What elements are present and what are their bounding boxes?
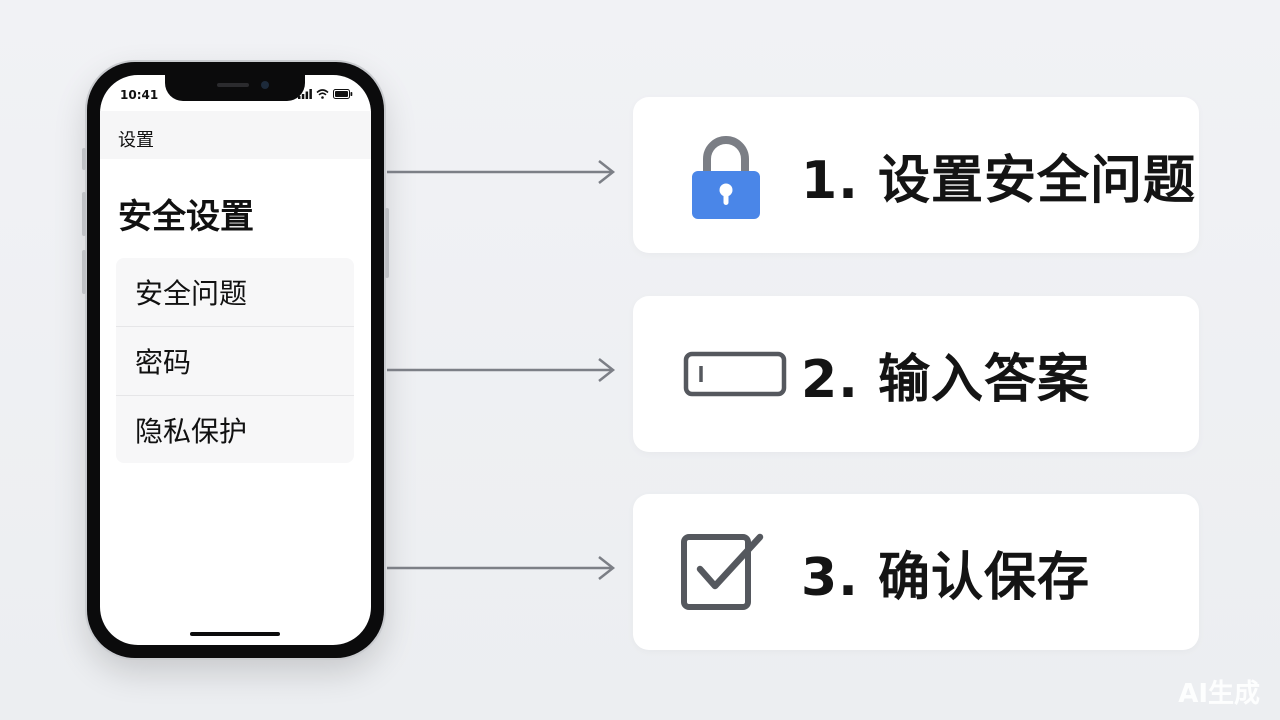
status-time: 10:41 [120, 88, 159, 102]
speaker-grille [217, 83, 249, 87]
wifi-icon [316, 89, 329, 99]
step-label: 3. 确认保存 [801, 547, 1091, 608]
phone-screen: 10:41 [100, 75, 371, 645]
nav-back-button[interactable]: 设置 [118, 130, 154, 151]
volume-down-button [82, 250, 86, 294]
notch [165, 75, 305, 101]
phone-frame: 10:41 [82, 62, 389, 658]
step-label: 2. 输入答案 [801, 349, 1091, 410]
list-item-password[interactable]: 密码 [116, 327, 354, 395]
step-card-2: 2. 输入答案 [633, 296, 1199, 452]
nav-bar: 设置 [100, 111, 371, 159]
arrow-to-step-1 [387, 160, 616, 184]
list-item-label: 安全问题 [135, 277, 248, 310]
front-camera [261, 81, 269, 89]
checkbox-checked-icon [681, 533, 764, 610]
mute-switch [82, 148, 86, 170]
list-item-security-question[interactable]: 安全问题 [116, 258, 354, 326]
list-item-privacy[interactable]: 隐私保护 [116, 396, 354, 464]
power-button [385, 208, 389, 278]
text-input-icon [683, 351, 787, 397]
signal-icon [298, 89, 312, 99]
lock-icon [692, 136, 760, 219]
home-indicator [190, 632, 280, 636]
watermark: AI生成 [1178, 679, 1260, 709]
list-divider [116, 395, 354, 396]
step-label: 1. 设置安全问题 [801, 150, 1197, 211]
list-item-label: 密码 [135, 346, 192, 379]
battery-icon [333, 89, 353, 99]
arrow-to-step-3 [387, 556, 616, 580]
volume-up-button [82, 192, 86, 236]
step-card-1: 1. 设置安全问题 [633, 97, 1199, 253]
arrow-to-step-2 [387, 358, 616, 382]
settings-list: 安全问题 密码 隐私保护 [116, 258, 354, 463]
status-icons [298, 89, 353, 99]
list-item-label: 隐私保护 [135, 415, 248, 448]
step-card-3: 3. 确认保存 [633, 494, 1199, 650]
page-title: 安全设置 [118, 197, 254, 237]
list-divider [116, 326, 354, 327]
